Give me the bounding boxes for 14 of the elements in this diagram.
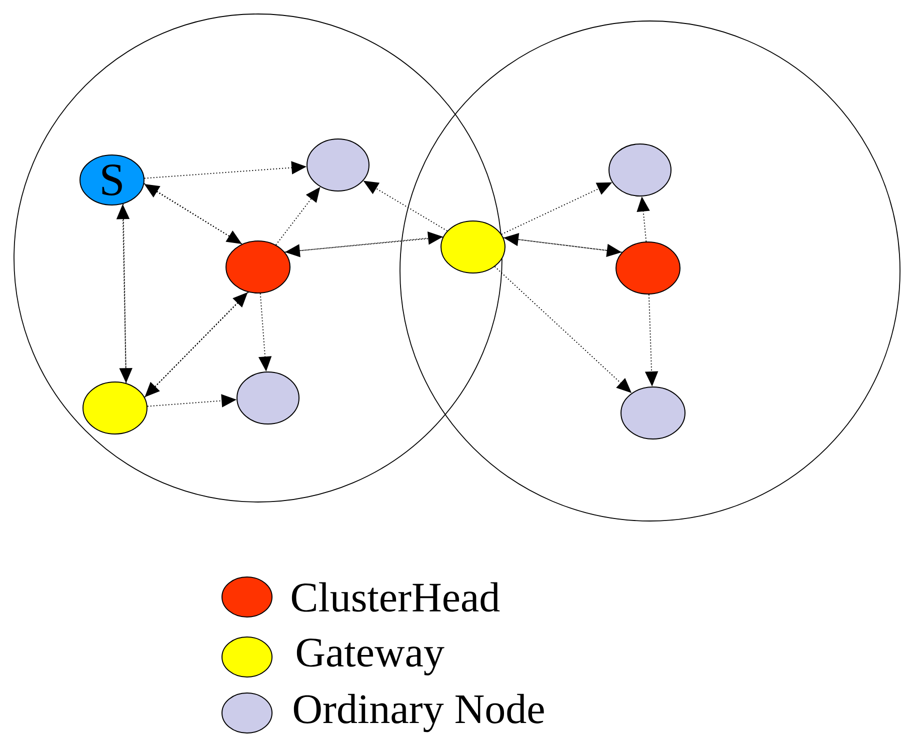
ordinary-node xyxy=(306,138,370,192)
cluster-circle xyxy=(14,14,502,502)
cluster-circle xyxy=(400,20,900,522)
cluster-head-node xyxy=(226,240,290,294)
ordinary-node xyxy=(236,372,300,424)
legend-label: Ordinary Node xyxy=(294,694,544,732)
gateway-node xyxy=(440,220,506,274)
ordinary-node xyxy=(608,144,672,196)
source-node: S xyxy=(80,154,144,206)
legend-label: ClusterHead xyxy=(292,582,500,612)
gateway-node xyxy=(82,382,148,434)
cluster-head-node xyxy=(616,242,680,294)
legend-label: Gateway xyxy=(296,638,444,676)
ordinary-node xyxy=(620,386,686,440)
